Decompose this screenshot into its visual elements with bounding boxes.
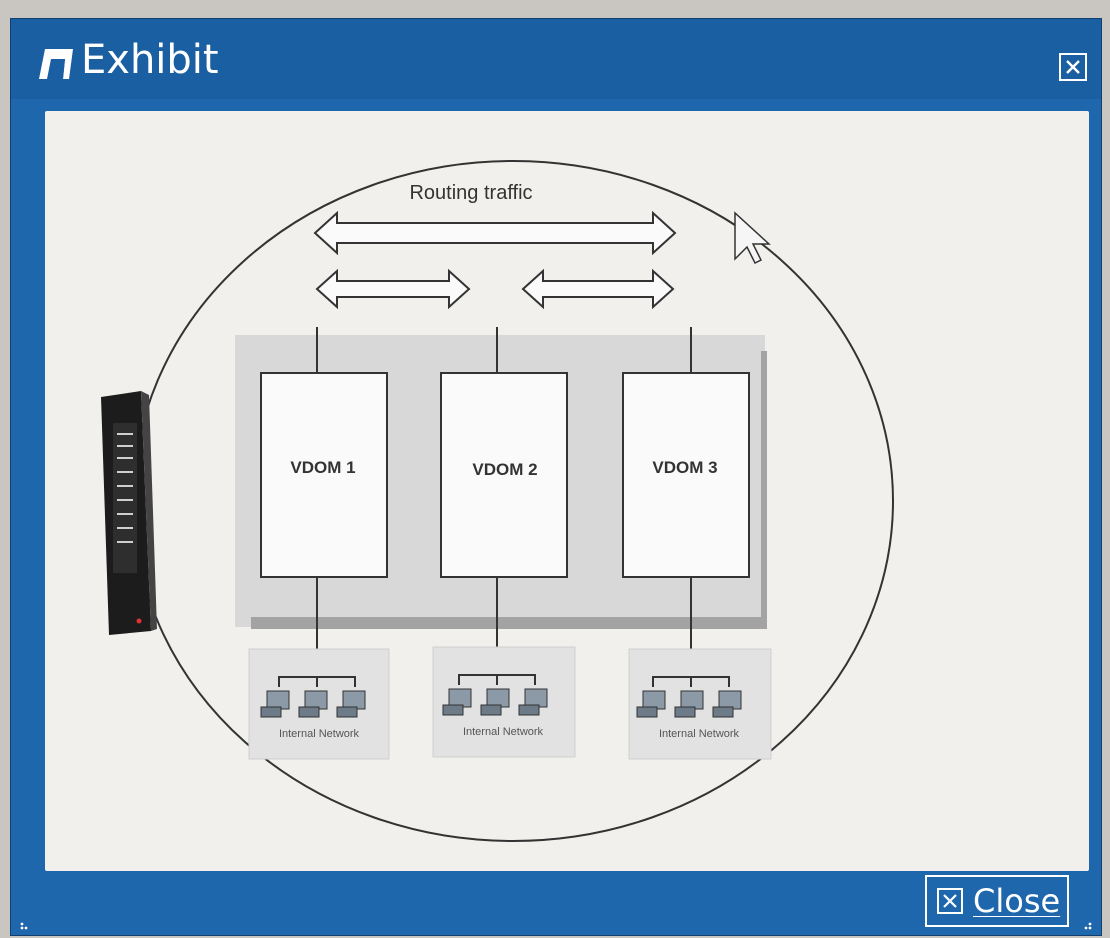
- computer-icon: [636, 690, 666, 718]
- internal-network-label: Internal Network: [279, 728, 360, 740]
- vdom-label: VDOM 1: [290, 458, 355, 477]
- computer-icon: [442, 688, 472, 716]
- network-diagram: Routing traffic VDOM 1 VDOM 2 VDOM 3: [101, 160, 894, 842]
- computer-icon: [518, 688, 548, 716]
- internal-network-2: Internal Network: [432, 646, 576, 758]
- computer-icon: [712, 690, 742, 718]
- title-bar: Exhibit: [11, 19, 1101, 99]
- routing-arrow-right: [521, 268, 675, 310]
- window-title: Exhibit: [81, 37, 219, 83]
- device-backplane-bar: [251, 617, 767, 629]
- resize-grip-right[interactable]: [1079, 917, 1093, 931]
- exhibit-window: Exhibit Routing traffic: [10, 18, 1102, 936]
- routing-arrow-left: [315, 268, 471, 310]
- computer-icon: [336, 690, 366, 718]
- internal-network-label: Internal Network: [463, 726, 544, 738]
- close-button-label: Close: [973, 882, 1061, 920]
- close-button[interactable]: Close: [925, 875, 1069, 927]
- vdom-box-3: [622, 372, 750, 578]
- mouse-cursor-icon: [734, 211, 771, 265]
- resize-grip-left[interactable]: [19, 917, 33, 931]
- computer-icon: [260, 690, 290, 718]
- vdom-label: VDOM 3: [652, 458, 717, 477]
- close-icon: [937, 888, 963, 914]
- exhibit-icon: [39, 49, 73, 79]
- exhibit-diagram-panel: Routing traffic VDOM 1 VDOM 2 VDOM 3: [45, 111, 1089, 871]
- vdom-label: VDOM 2: [472, 460, 537, 479]
- computer-icon: [298, 690, 328, 718]
- internal-network-3: Internal Network: [628, 648, 772, 760]
- routing-traffic-label: Routing traffic: [409, 182, 532, 204]
- internal-network-1: Internal Network: [248, 648, 390, 760]
- routing-arrow-long: [313, 210, 677, 256]
- vdom-box-1: [260, 372, 388, 578]
- computer-icon: [480, 688, 510, 716]
- device-backplane-edge: [761, 351, 767, 629]
- vdom-box-2: [440, 372, 568, 578]
- computer-icon: [674, 690, 704, 718]
- close-icon[interactable]: [1059, 53, 1087, 81]
- firewall-device-icon: [101, 391, 157, 635]
- internal-network-label: Internal Network: [659, 728, 740, 740]
